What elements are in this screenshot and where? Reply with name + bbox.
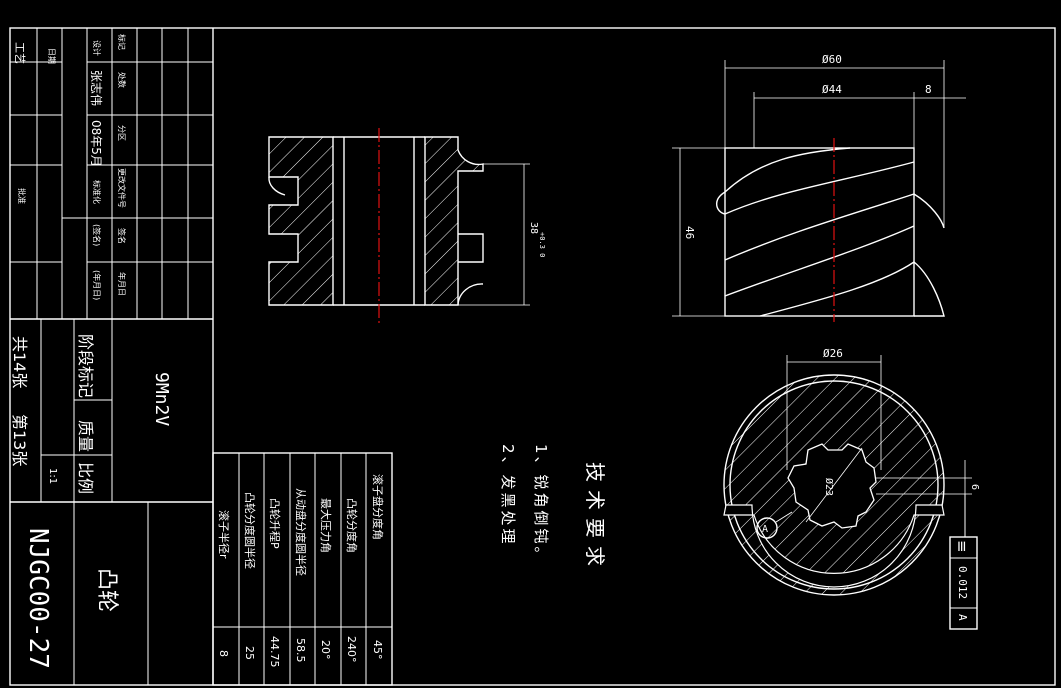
label-standardization: 标准化 [92,180,102,204]
header-zone: 分区 [117,125,126,141]
tech-req-item-1: 1、锐角倒钝。 [532,444,550,565]
part-name: 凸轮 [94,568,119,612]
design-date: 08年5月 [89,120,103,167]
symmetry-symbol: ≡ [953,540,971,553]
dim-38-tolerance: +0.3 0 [538,232,546,257]
param-value-0: 45° [371,640,384,660]
sheet-total: 共14张 [10,336,29,388]
tech-req-heading: 技术要求 [583,462,607,574]
drawing-number: NJGC00-27 [23,528,53,669]
parameter-table: 滚子盘分度角 凸轮分度角 最大压力角 从动盘分度圆半径 凸轮升程P 凸轮分度圆半… [212,452,393,686]
label-design: 设计 [92,40,102,56]
sheet-border [9,27,1056,686]
sheet-current: 第13张 [10,414,29,466]
material: 9Mn2V [151,372,172,426]
designer-name: 张志伟 [89,70,103,106]
dim-d26: Ø26 [823,347,843,360]
param-value-2: 20° [319,640,332,660]
label-signature: (签名) [92,224,102,246]
param-name-2: 最大压力角 [319,498,333,553]
datum-a: A [762,524,768,535]
param-name-6: 滚子半径r [217,510,231,559]
tech-req-item-2: 2、发黑处理 [499,444,517,547]
dim-46: 46 [683,226,696,239]
dim-38: 38 [528,222,539,234]
header-mark: 标记 [117,34,127,50]
tech-requirements: 技术要求 1、锐角倒钝。 2、发黑处理 [499,444,607,574]
section-view: 38 +0.3 0 [268,128,546,323]
param-name-3: 从动盘分度圆半径 [294,488,308,576]
label-process: 工艺 [13,42,26,64]
symmetry-value: 0.012 [956,566,969,599]
param-name-0: 滚子盘分度角 [371,474,385,540]
dim-d60: Ø60 [822,53,842,66]
dim-6: 6 [969,484,980,490]
revision-table: 日期 工艺 批准 设计 张志伟 08年5月 标准化 (签名) (年月日) 标记 … [10,28,213,320]
param-name-5: 凸轮分度圆半径 [243,492,257,569]
stage-mark-label: 阶段标记 [76,334,95,398]
dim-8: 8 [925,83,932,96]
header-date: 年月日 [117,272,127,296]
dim-d44: Ø44 [822,83,842,96]
symmetry-datum: A [956,614,969,621]
dim-d23: Ø23 [823,478,835,496]
mass-label: 质量 [76,420,95,452]
header-change-doc: 更改文件号 [117,168,127,208]
param-name-4: 凸轮升程P [268,498,282,549]
scale-value: 1:1 [47,468,58,484]
header-sign: 签名 [117,228,127,244]
param-value-1: 240° [345,636,358,663]
scale-label: 比例 [76,462,95,494]
title-block: 共14张 第13张 阶段标记 质量 比例 1:1 9Mn2V NJGC00-27… [10,319,213,685]
front-view: Ø60 Ø44 8 46 [672,53,966,322]
param-value-6: 8 [217,650,230,657]
param-value-3: 58.5 [294,638,307,663]
param-value-5: 25 [243,646,256,660]
label-approve: 批准 [17,188,27,204]
param-name-1: 凸轮分度角 [345,498,359,553]
end-view: Ø26 Ø23 6 A ≡ 0.012 A [723,347,980,630]
header-count: 处数 [117,72,127,88]
label-date: 日期 [47,48,56,64]
label-ymd: (年月日) [92,270,102,300]
param-value-4: 44.75 [268,636,281,668]
